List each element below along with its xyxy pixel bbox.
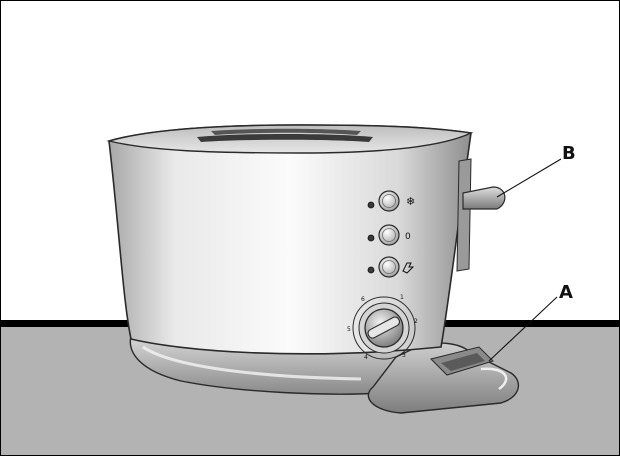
dial-number-2: 2: [414, 318, 418, 325]
indicator-light-stop: [368, 235, 374, 241]
reheat-button: [379, 257, 399, 277]
dial-number-6: 6: [361, 296, 365, 303]
indicator-light-defrost: [368, 202, 374, 208]
callout-label-a: A: [559, 282, 573, 303]
dial-number-5: 5: [347, 326, 351, 333]
dial-number-4: 4: [364, 354, 368, 361]
callout-label-b: B: [562, 143, 576, 164]
stop-button: [379, 225, 399, 245]
dial-number-1: 1: [400, 294, 404, 301]
defrost-snowflake-icon: ❄: [406, 195, 415, 208]
defrost-button: [379, 191, 399, 211]
dial-number-3: 3: [402, 352, 406, 359]
lever-slot: [457, 159, 471, 271]
zero-stop-icon: 0: [405, 232, 411, 242]
callout-line-b: [497, 159, 561, 197]
indicator-light-reheat: [368, 267, 374, 273]
